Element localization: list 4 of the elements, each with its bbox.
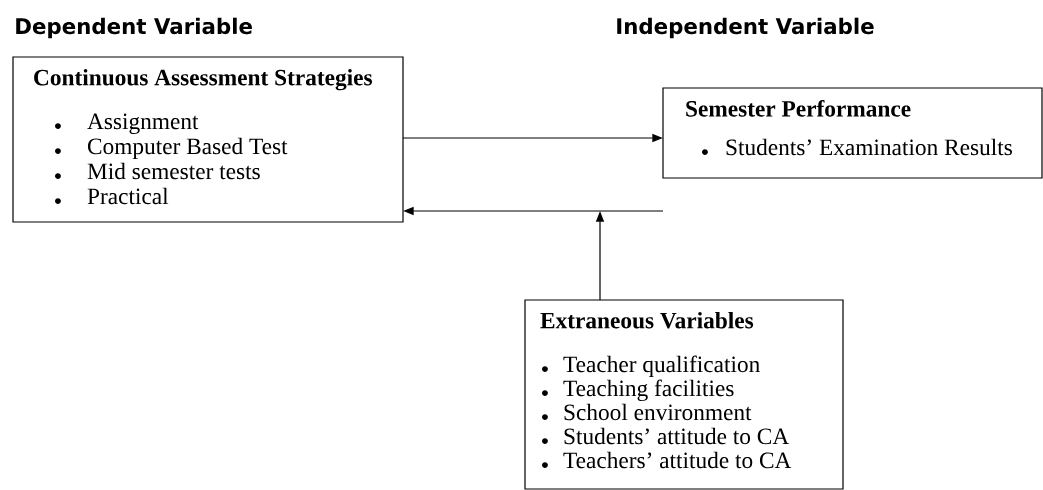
heading: Independent Variable (617, 17, 874, 39)
text-box: Continuous Assessment Strategies Assignment Computer Based Test Mid semester tests Practical (12, 56, 404, 223)
text-box: Extraneous Variables Teacher qualification Teaching facilities School environment Students’ attitude to CA Teachers’ attitude to CA (524, 299, 844, 490)
text-box: Semester Performance Students’ Examination Results (662, 87, 1043, 179)
